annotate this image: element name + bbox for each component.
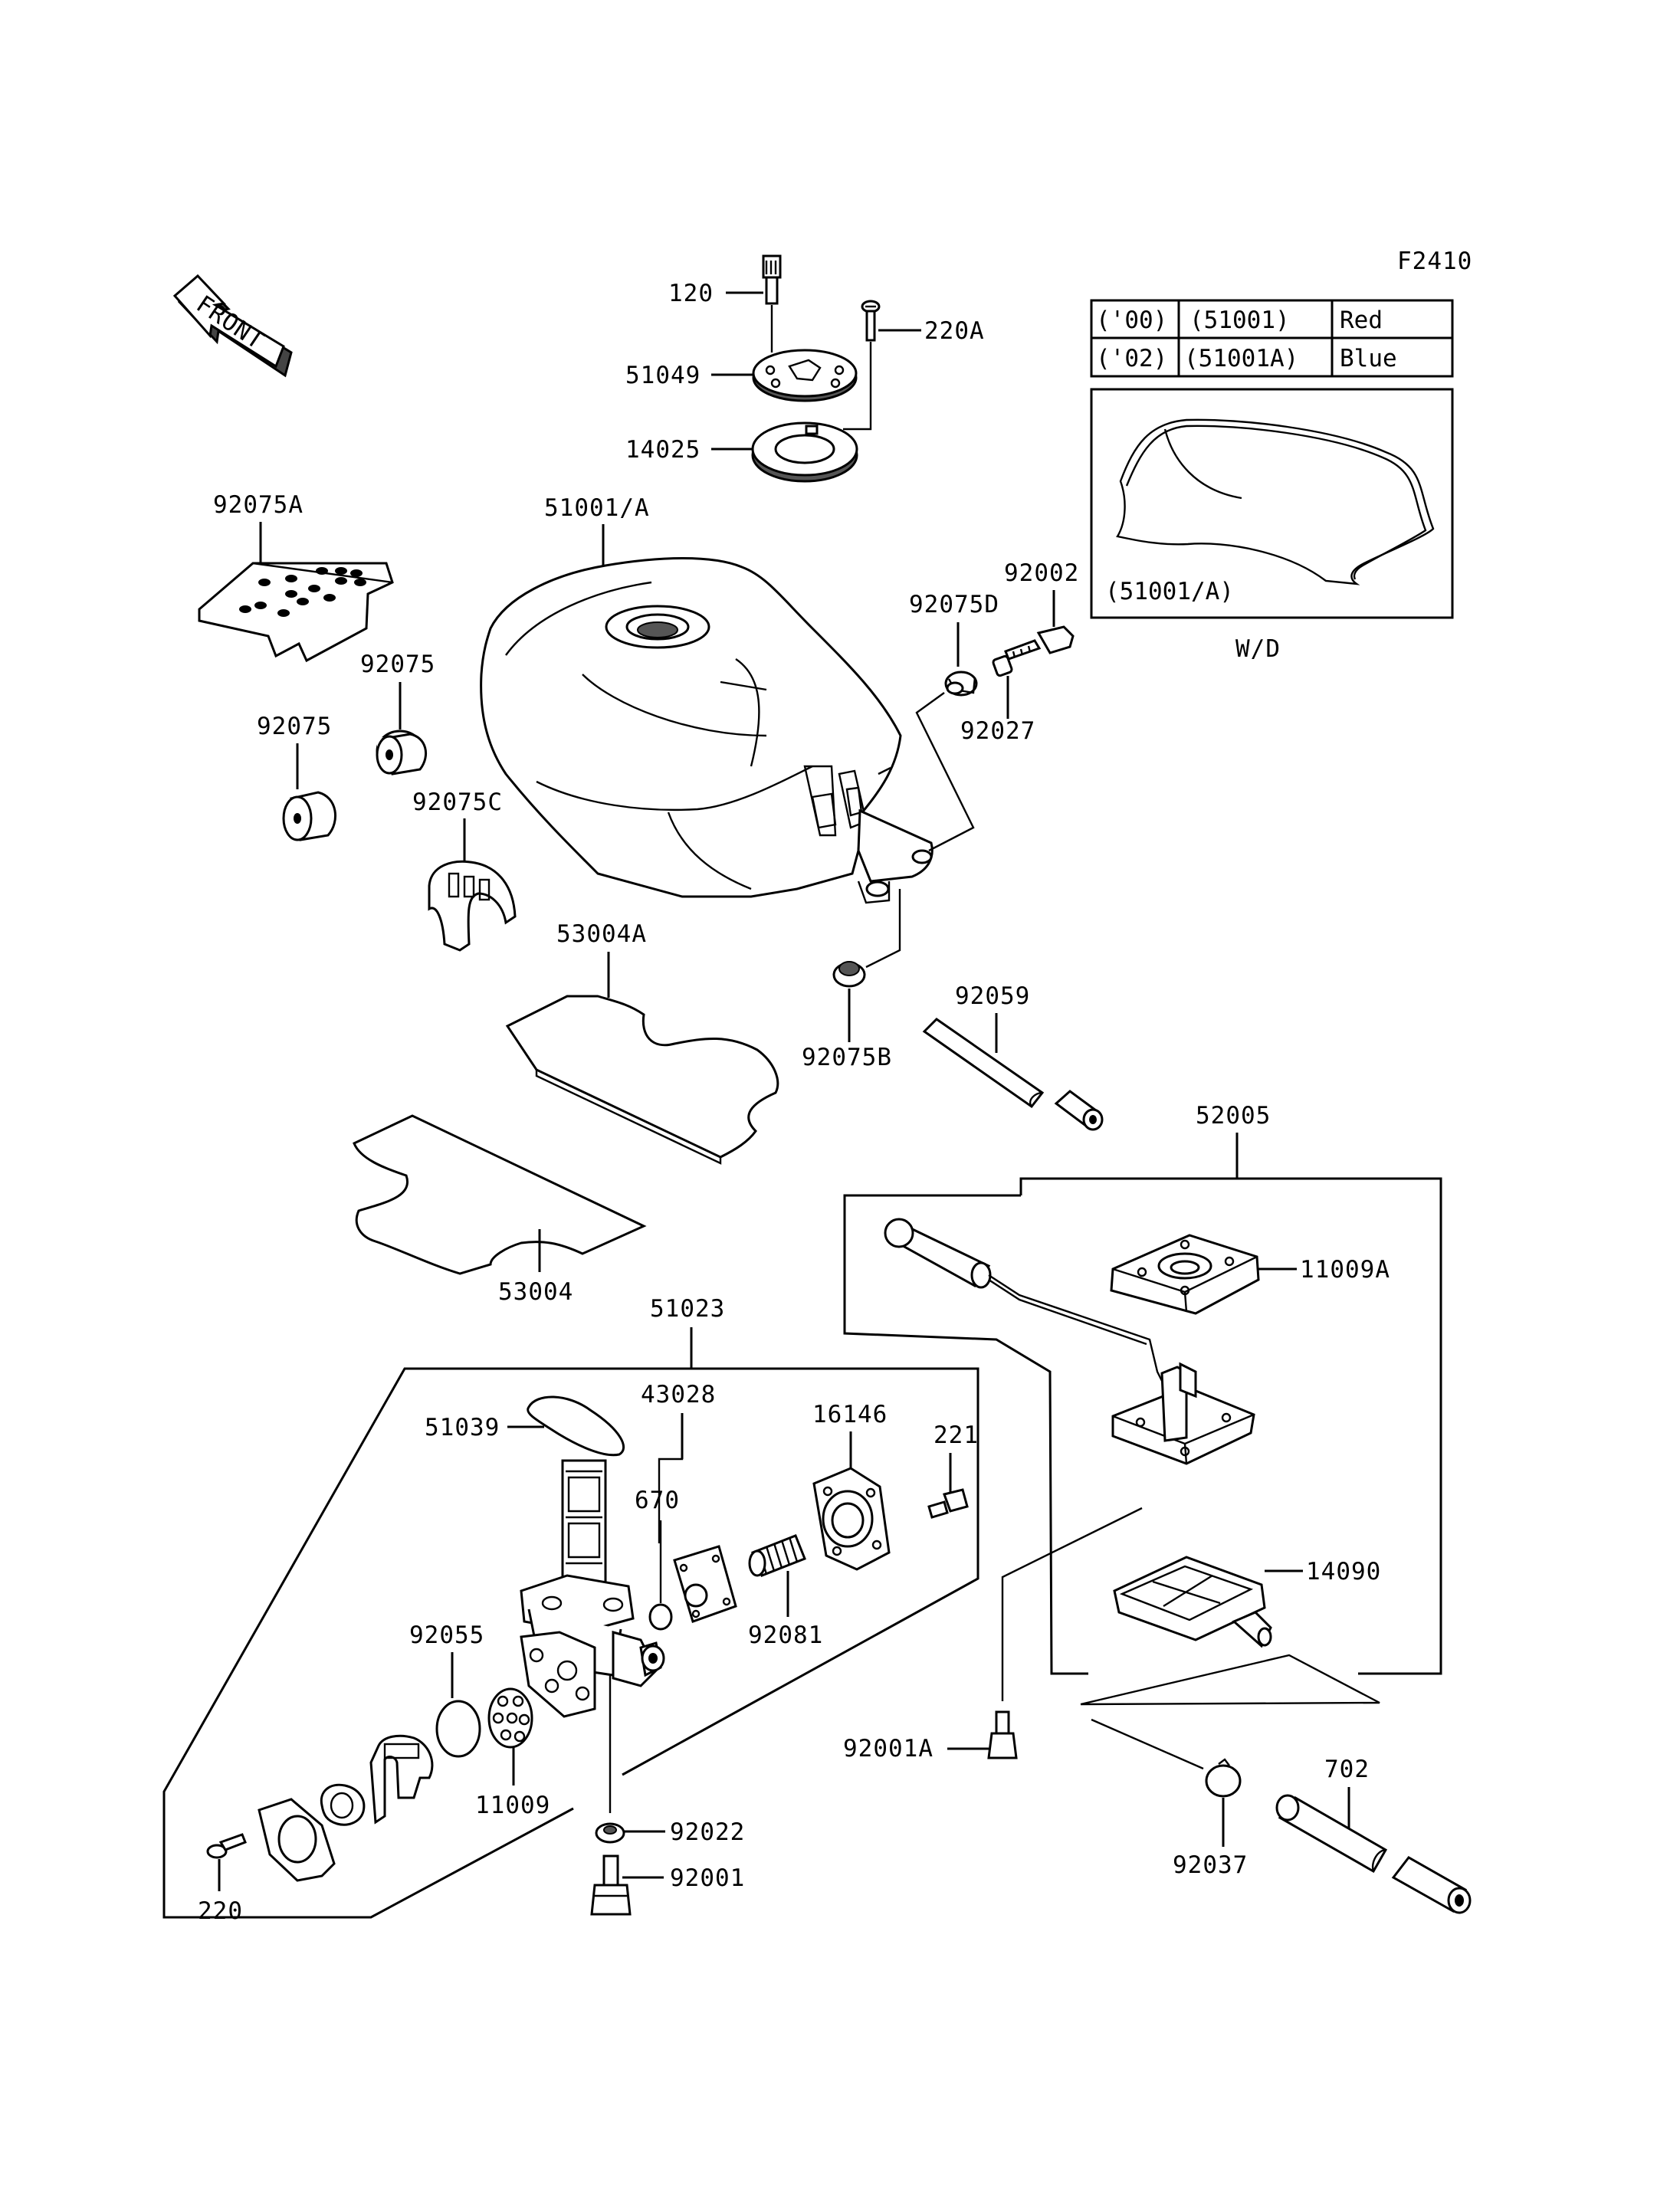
- variant-table: ('00) (51001) Red ('02) (51001A) Blue: [1090, 299, 1454, 378]
- table-row-1-year: ('00): [1096, 307, 1167, 334]
- label-220: 220: [198, 1897, 243, 1925]
- label-702: 702: [1324, 1756, 1370, 1783]
- label-92001: 92001: [670, 1864, 745, 1892]
- washer-92022: [595, 1822, 625, 1844]
- fuel-cock-body: [520, 1459, 665, 1718]
- table-row-2-color: Blue: [1340, 345, 1397, 372]
- label-11009: 11009: [475, 1792, 550, 1819]
- bolt-92001A: [987, 1710, 1018, 1759]
- label-92027: 92027: [960, 717, 1035, 745]
- inset-label: (51001/A): [1105, 578, 1234, 605]
- label-11009A: 11009A: [1300, 1256, 1390, 1284]
- label-221: 221: [934, 1421, 979, 1449]
- hose-702: [1275, 1794, 1472, 1914]
- label-14025: 14025: [625, 436, 701, 464]
- label-92037: 92037: [1173, 1851, 1248, 1879]
- diaphragm-43028: [673, 1545, 737, 1623]
- label-53004A: 53004A: [556, 920, 647, 948]
- clamp-92037: [1205, 1758, 1242, 1798]
- hose-92059: [922, 1018, 1104, 1131]
- gasket-b: [258, 1798, 336, 1882]
- label-92081: 92081: [748, 1622, 823, 1649]
- label-92075B: 92075B: [802, 1044, 892, 1071]
- grommet-92075D: [944, 671, 978, 697]
- oring-92055: [435, 1700, 481, 1758]
- collar-92027: [992, 654, 1013, 677]
- bolt-92002: [1004, 625, 1075, 661]
- table-row-2-year: ('02): [1096, 345, 1167, 372]
- table-row-1-color: Red: [1340, 307, 1383, 334]
- front-direction-arrow: FRONT: [172, 274, 293, 378]
- figure-code: F2410: [1397, 248, 1472, 275]
- pad-53004: [353, 1114, 647, 1275]
- damper-92075C: [428, 860, 517, 952]
- label-51039: 51039: [425, 1414, 500, 1441]
- label-53004: 53004: [498, 1278, 573, 1306]
- gasket-11009A: [1110, 1234, 1260, 1315]
- color-inset: (51001/A): [1090, 388, 1454, 619]
- label-92075D: 92075D: [909, 591, 999, 618]
- ring-14025: [751, 421, 858, 483]
- gasket-a: [320, 1783, 366, 1826]
- label-43028: 43028: [641, 1381, 716, 1408]
- label-92022: 92022: [670, 1818, 745, 1846]
- label-51023: 51023: [650, 1295, 725, 1323]
- label-92002: 92002: [1004, 559, 1079, 587]
- label-670: 670: [635, 1487, 680, 1514]
- label-92055: 92055: [409, 1622, 484, 1649]
- rubber-92075-upper: [376, 730, 428, 776]
- label-52005: 52005: [1196, 1102, 1271, 1130]
- cover-16146: [812, 1467, 891, 1571]
- filter-bowl: [369, 1734, 434, 1825]
- screw-221: [927, 1488, 969, 1519]
- cap-51049: [752, 349, 858, 402]
- table-row-1-part: (51001): [1189, 307, 1290, 334]
- pad-53004A: [505, 995, 779, 1165]
- screw-220A: [861, 300, 881, 342]
- label-14090: 14090: [1306, 1558, 1381, 1585]
- screw-220: [206, 1833, 247, 1859]
- grommet-92075B: [832, 961, 866, 988]
- gasket-51039: [527, 1395, 625, 1457]
- label-92059: 92059: [955, 982, 1030, 1010]
- label-92075-upper: 92075: [360, 651, 435, 678]
- label-16146: 16146: [812, 1401, 888, 1428]
- bolt-92001: [590, 1854, 632, 1916]
- label-120: 120: [668, 280, 714, 307]
- label-92001A: 92001A: [843, 1735, 934, 1763]
- table-row-2-part: (51001A): [1184, 345, 1298, 372]
- inset-caption: W/D: [1235, 635, 1281, 663]
- label-220A: 220A: [924, 317, 985, 345]
- bolt-120: [762, 254, 782, 305]
- label-51001A: 51001/A: [544, 494, 650, 522]
- label-92075C: 92075C: [412, 789, 503, 816]
- spring-92081: [748, 1534, 806, 1577]
- label-92075A: 92075A: [213, 491, 304, 519]
- fuel-tank-51001A: [480, 557, 934, 904]
- filter-11009: [487, 1687, 533, 1749]
- label-51049: 51049: [625, 362, 701, 389]
- oring-670: [648, 1603, 673, 1631]
- label-92075-lower: 92075: [257, 713, 332, 740]
- bracket-92075A: [198, 562, 394, 663]
- rubber-92075-lower: [282, 791, 337, 841]
- fuel-gauge-sender: [884, 1218, 1255, 1465]
- gasket-14090: [1113, 1556, 1272, 1648]
